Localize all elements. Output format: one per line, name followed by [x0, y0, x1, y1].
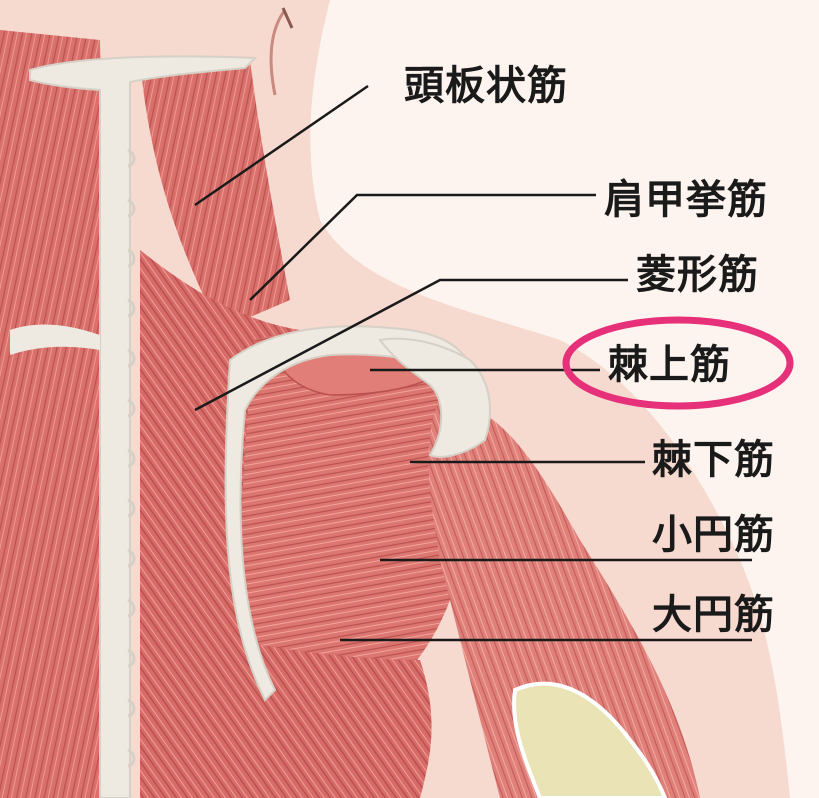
label-splenius-capitis: 頭板状筋: [404, 66, 568, 106]
left-back-muscles: [0, 30, 110, 798]
label-infraspinatus: 棘下筋: [652, 440, 775, 480]
label-rhomboid: 菱形筋: [636, 255, 759, 295]
label-supraspinatus: 棘上筋: [608, 345, 731, 385]
label-teres-minor: 小円筋: [652, 515, 775, 555]
label-levator-scapulae: 肩甲挙筋: [604, 180, 768, 220]
label-teres-major: 大円筋: [652, 595, 775, 635]
